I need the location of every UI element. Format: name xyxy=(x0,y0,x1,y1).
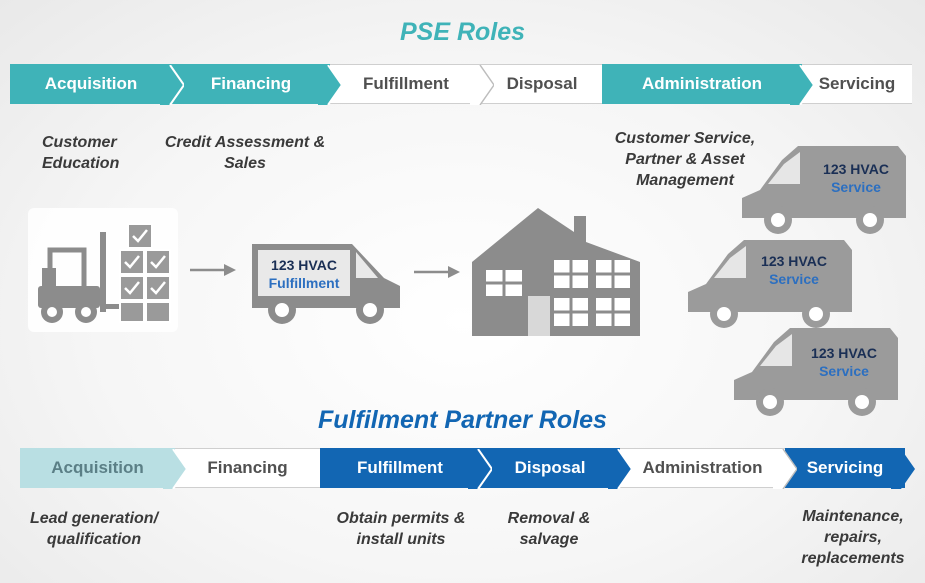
chevron-separator-icon xyxy=(160,65,184,105)
stage-label: Fulfillment xyxy=(363,74,449,93)
stage-label: Disposal xyxy=(514,458,586,477)
caption-customer-education: Customer Education xyxy=(42,134,120,172)
caption-credit-assessment: Credit Assessment & Sales xyxy=(164,134,326,172)
pse-stage-fulfillment: Fulfillment xyxy=(330,64,494,105)
chevron-separator-icon xyxy=(468,449,492,489)
fp-stage-acquisition: Acquisition xyxy=(20,448,187,489)
chevron-separator-icon xyxy=(163,449,187,489)
van-company-label: 123 HVAC xyxy=(761,253,827,269)
fp-stage-administration: Administration xyxy=(620,448,797,489)
forklift-warehouse-icon xyxy=(28,208,178,332)
caption-obtain-permits: Obtain permits & install units xyxy=(336,510,466,548)
chevron-separator-icon xyxy=(773,449,797,489)
stage-label: Acquisition xyxy=(44,74,138,93)
caption-maintenance: Maintenance, repairs, replacements xyxy=(801,508,905,567)
caption-lead-generation: Lead generation/ qualification xyxy=(29,510,159,548)
chevron-separator-icon xyxy=(318,65,342,105)
van-role-label: Service xyxy=(769,271,819,287)
service-van-2: 123 HVAC Service xyxy=(684,234,856,330)
fp-stage-fulfillment: Fulfillment xyxy=(320,448,492,489)
arrow-right-icon xyxy=(414,266,460,278)
van-icon xyxy=(734,328,898,416)
stage-label: Fulfillment xyxy=(357,458,443,477)
chevron-separator-icon xyxy=(470,65,494,105)
caption-removal-salvage: Removal & salvage xyxy=(507,510,591,548)
fulfillment-van: 123 HVAC Fulfillment xyxy=(244,234,404,326)
pse-stage-disposal: Disposal xyxy=(482,64,602,104)
van-role-label: Service xyxy=(831,179,881,195)
chevron-separator-icon xyxy=(608,449,632,489)
house-icon xyxy=(472,208,640,336)
stage-label: Acquisition xyxy=(51,458,144,477)
stage-label: Disposal xyxy=(506,74,578,93)
pse-stage-servicing: Servicing xyxy=(802,64,912,104)
fp-stage-servicing: Servicing xyxy=(785,448,915,489)
chevron-tip-icon xyxy=(891,449,915,489)
chevron-separator-icon xyxy=(790,65,814,105)
stage-label: Financing xyxy=(210,74,292,93)
service-van-1: 123 HVAC Service xyxy=(738,140,910,236)
stage-label: Administration xyxy=(642,458,763,477)
van-icon xyxy=(688,240,852,328)
van-icon xyxy=(742,146,906,234)
van-icon xyxy=(252,244,400,324)
stage-label: Administration xyxy=(642,74,762,93)
pse-stage-acquisition: Acquisition xyxy=(10,64,184,105)
caption-customer-service: Customer Service, Partner & Asset Manage… xyxy=(614,130,756,189)
fulfilment-partner-roles-title: Fulfilment Partner Roles xyxy=(318,406,607,434)
pse-stage-administration: Administration xyxy=(602,64,814,105)
van-company-label: 123 HVAC xyxy=(271,257,337,273)
fp-stage-financing: Financing xyxy=(175,448,320,488)
stage-label: Servicing xyxy=(806,458,884,477)
van-company-label: 123 HVAC xyxy=(811,345,877,361)
van-role-label: Service xyxy=(819,363,869,379)
pse-stage-financing: Financing xyxy=(172,64,342,105)
van-company-label: 123 HVAC xyxy=(823,161,889,177)
service-van-3: 123 HVAC Service xyxy=(730,322,902,418)
pse-roles-title: PSE Roles xyxy=(399,18,526,46)
stage-label: Servicing xyxy=(818,74,896,93)
arrow-right-icon xyxy=(190,264,236,276)
fp-stage-disposal: Disposal xyxy=(480,448,632,489)
van-role-label: Fulfillment xyxy=(268,275,340,291)
stage-label: Financing xyxy=(207,458,288,477)
